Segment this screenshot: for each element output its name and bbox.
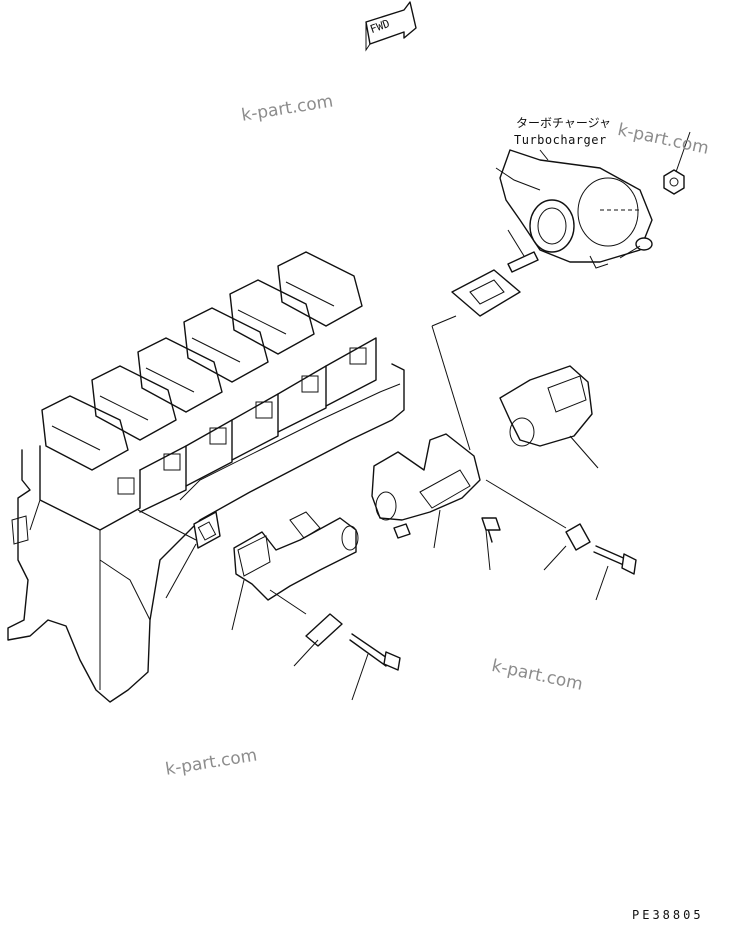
valve-covers <box>41 251 363 471</box>
turbo-gasket <box>451 269 521 317</box>
bolt-rear <box>593 545 637 575</box>
turbocharger <box>495 149 653 269</box>
exhaust-elbow <box>499 365 593 447</box>
turbo-nut-lower <box>635 237 653 251</box>
fwd-arrow-icon <box>365 1 417 52</box>
exhaust-manifold-front <box>233 511 359 601</box>
turbocharger-label-en: Turbocharger <box>514 133 607 147</box>
bolt-mid <box>481 517 501 543</box>
gasket-front <box>193 511 221 549</box>
turbo-nut <box>663 169 685 195</box>
turbocharger-label-jp: ターボチャージャ <box>516 116 612 130</box>
bolt-front <box>349 633 401 671</box>
diagram-code: PE38805 <box>632 908 704 922</box>
spacer-front <box>305 613 343 647</box>
spacer-rear <box>565 523 591 551</box>
engine-block <box>7 251 405 703</box>
leader-lines <box>137 131 691 701</box>
turbo-stud <box>507 251 539 273</box>
exhaust-manifold-rear <box>371 433 481 539</box>
